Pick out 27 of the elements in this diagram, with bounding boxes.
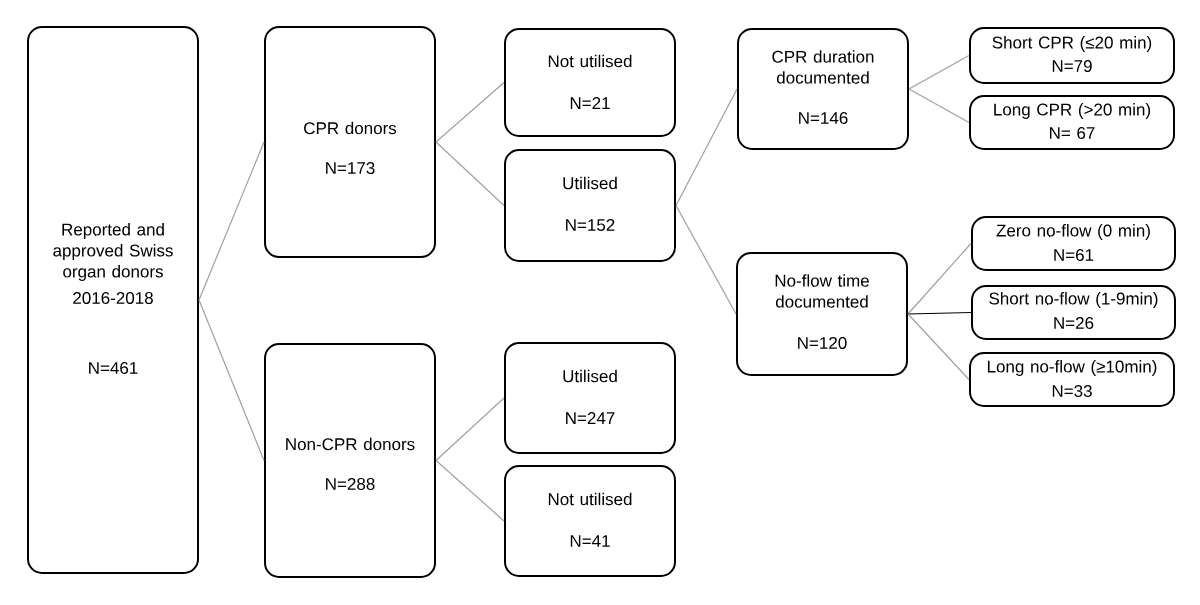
connector-line <box>907 311 972 315</box>
connector-line <box>435 459 505 522</box>
flow-box: Zero no-flow (0 min) N=61 <box>971 216 1176 271</box>
flow-box: CPR donors N=173 <box>264 26 436 258</box>
connector-line <box>908 88 970 124</box>
connector-line <box>435 397 505 462</box>
connector-line <box>435 141 505 207</box>
connector-line <box>907 313 970 381</box>
flow-box: Not utilised N=41 <box>504 465 676 577</box>
connector-line <box>907 242 972 315</box>
flow-box: Long no-flow (≥10min) N=33 <box>969 352 1175 407</box>
flow-box: Long CPR (>20 min) N= 67 <box>969 95 1175 150</box>
flow-box: Short CPR (≤20 min) N=79 <box>969 27 1175 84</box>
connector-line <box>908 54 970 90</box>
flow-box: Utilised N=247 <box>504 342 676 454</box>
connector-line <box>198 141 265 301</box>
flow-box: Not utilised N=21 <box>504 28 676 137</box>
flow-box: CPR duration documented N=146 <box>737 28 909 150</box>
flow-box: No-flow time documented N=120 <box>736 252 908 376</box>
flow-box: Non-CPR donors N=288 <box>264 343 436 578</box>
connector-line <box>675 88 738 207</box>
flow-box: Short no-flow (1-9min) N=26 <box>971 285 1176 340</box>
flow-box: Utilised N=152 <box>504 149 676 262</box>
connector-line <box>435 81 505 143</box>
flow-box: Reported and approved Swiss organ donors 2016-2018 N=461 <box>27 26 199 574</box>
connector-line <box>675 204 737 315</box>
connector-line <box>198 299 265 462</box>
